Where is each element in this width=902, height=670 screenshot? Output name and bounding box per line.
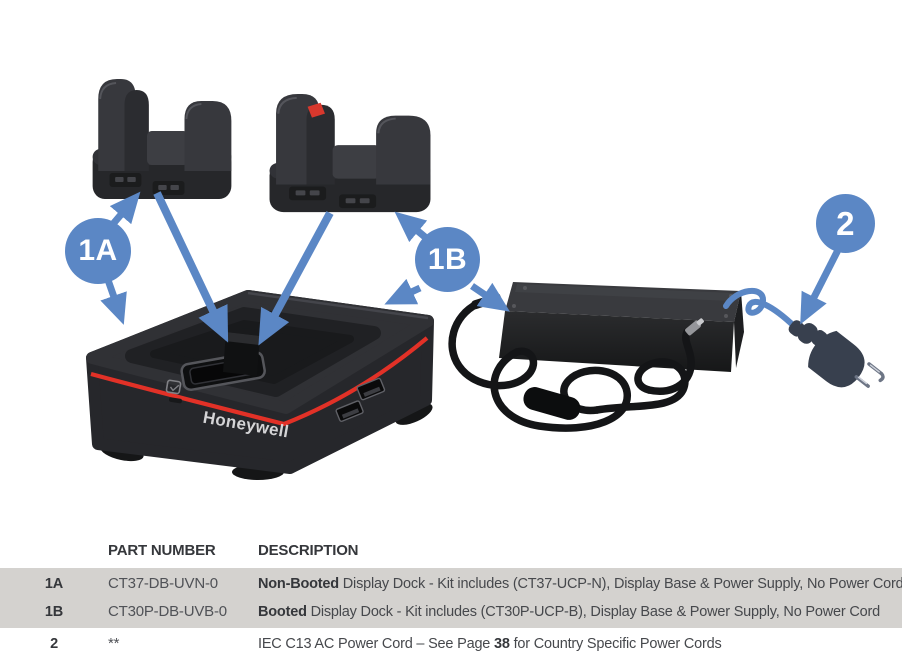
header-description: DESCRIPTION — [258, 542, 359, 559]
description-bold: Non-Booted — [258, 576, 339, 592]
callout-2: 2 — [816, 194, 875, 253]
callout-1b-label: 1B — [427, 242, 468, 276]
description-rest: Display Dock - Kit includes (CT37-UCP-N)… — [338, 576, 902, 592]
description: IEC C13 AC Power Cord – See Page 38 for … — [258, 636, 902, 652]
description: Booted Display Dock - Kit includes (CT30… — [258, 604, 902, 620]
ferrite-bead — [523, 387, 581, 420]
description-pre: IEC C13 AC Power Cord – See Page — [258, 636, 494, 652]
table-row: 1B CT30P-DB-UVB-0 Booted Display Dock - … — [0, 603, 902, 620]
non-booted-dock-cup-image — [92, 79, 232, 199]
plug-prongs — [854, 362, 885, 388]
red-latch-accent — [307, 102, 325, 118]
blue-cord — [723, 287, 798, 330]
dock-indicator-icon — [165, 379, 182, 395]
arrow-1b-to-cup — [394, 211, 428, 243]
callout-1a: 1A — [65, 218, 131, 284]
callout-2-label: 2 — [836, 204, 855, 242]
table-row: 1A CT37-DB-UVN-0 Non-Booted Display Dock… — [0, 575, 902, 592]
dc-cable — [448, 300, 695, 432]
item-number: 1B — [44, 604, 64, 620]
booted-dock-cup-image — [269, 93, 431, 213]
red-accent-stripe — [90, 336, 429, 427]
parts-table: PART NUMBER DESCRIPTION 1A CT37-DB-UVN-0… — [0, 538, 902, 670]
power-supply-image — [448, 282, 744, 432]
item-number: 2 — [50, 636, 58, 652]
header-part-number: PART NUMBER — [108, 542, 216, 559]
usb-ports — [335, 377, 386, 422]
dc-connector-tip — [685, 318, 704, 336]
table-shaded-band — [0, 568, 902, 628]
display-dock-base-image: Honeywell — [86, 290, 434, 480]
part-number: ** — [108, 635, 120, 652]
callout-1b: 1B — [415, 227, 480, 292]
callout-1a-label: 1A — [78, 234, 118, 267]
ac-power-plug-image — [723, 287, 885, 388]
description-post: for Country Specific Power Cords — [509, 636, 722, 652]
description: Non-Booted Display Dock - Kit includes (… — [258, 576, 902, 592]
part-number: CT37-DB-UVN-0 — [108, 575, 218, 592]
description-rest: Display Dock - Kit includes (CT30P-UCP-B… — [306, 604, 881, 620]
table-row: 2 ** IEC C13 AC Power Cord – See Page 38… — [0, 635, 902, 652]
part-number: CT30P-DB-UVB-0 — [108, 603, 227, 620]
item-number: 1A — [44, 576, 64, 592]
table-header-row: PART NUMBER DESCRIPTION — [0, 542, 902, 559]
description-bold: Booted — [258, 604, 307, 620]
description-bold: 38 — [494, 636, 510, 652]
